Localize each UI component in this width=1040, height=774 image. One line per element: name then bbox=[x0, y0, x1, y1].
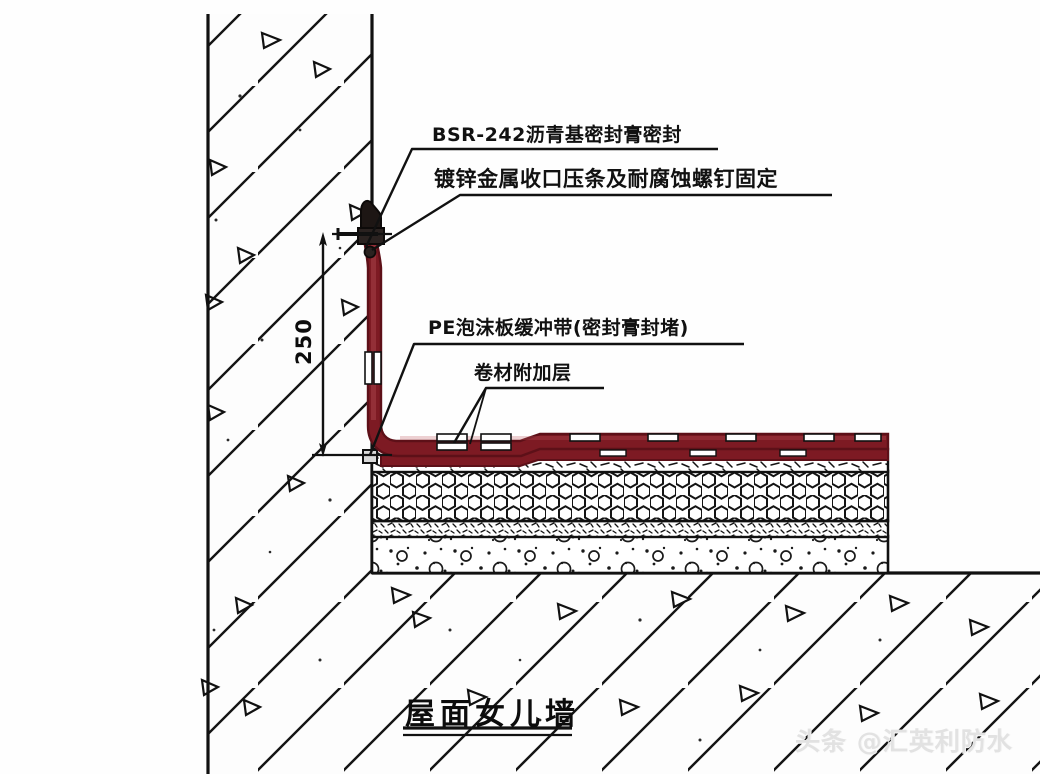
dimension-value-250: 250 bbox=[292, 318, 316, 365]
callout-extra-ply-label: 卷材附加层 bbox=[474, 362, 572, 384]
callout-pe-foam-label: PE泡沫板缓冲带(密封膏封堵) bbox=[428, 317, 689, 339]
extra-ply-lap-marks bbox=[599, 449, 807, 457]
aggregate-dots bbox=[212, 94, 962, 742]
callout-sealant-label: BSR-242沥青基密封膏密封 bbox=[432, 124, 682, 146]
leader-batten bbox=[371, 193, 832, 252]
roof-construction bbox=[362, 447, 890, 575]
drawing-title: 屋面女儿墙 bbox=[405, 697, 580, 732]
waterproof-membrane bbox=[360, 212, 890, 467]
leader-pe-foam bbox=[368, 342, 744, 456]
pe-foam-block bbox=[362, 449, 378, 464]
layer-insulation-board bbox=[370, 469, 890, 523]
leader-sealant bbox=[364, 147, 718, 248]
layer-leveling-course bbox=[370, 519, 890, 539]
layer-concrete-deck bbox=[370, 534, 890, 575]
sealant-bead bbox=[359, 199, 382, 229]
concrete-symbol-marks bbox=[200, 31, 1001, 723]
dimension-250 bbox=[312, 232, 392, 457]
membrane-highlight-h bbox=[400, 436, 886, 440]
watermark-text: 头条 @汇英利防水 bbox=[795, 727, 1013, 756]
callout-batten-label: 镀锌金属收口压条及耐腐蚀螺钉固定 bbox=[434, 167, 778, 191]
title-underline bbox=[403, 726, 572, 737]
membrane-lap-marks bbox=[364, 351, 882, 451]
layer-pointer-lines bbox=[469, 387, 487, 445]
leader-lines bbox=[364, 147, 832, 456]
